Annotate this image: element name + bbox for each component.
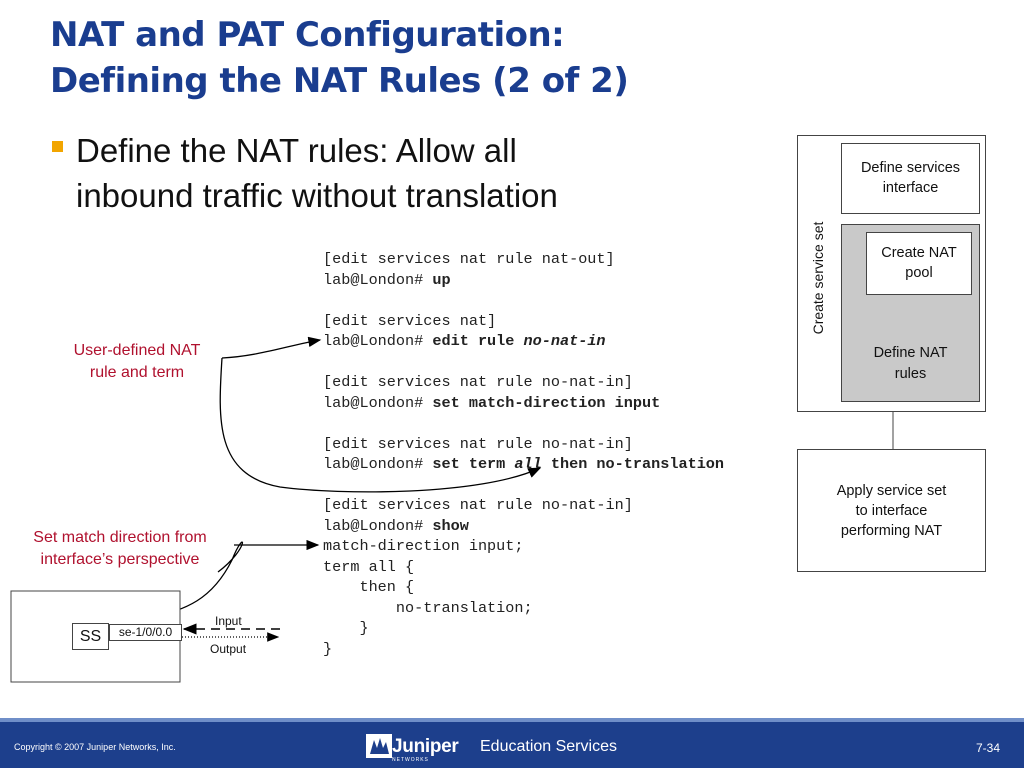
cli-output: match-direction input; [323,537,524,555]
input-label: Input [215,614,242,628]
juniper-logo-icon [366,734,392,758]
cli-blank [323,352,724,373]
annotation-line: Set match direction from [33,529,207,546]
apply-line: Apply service set [836,483,947,499]
cli-hierarchy: [edit services nat rule no-nat-in] [323,373,633,391]
cli-command-line: lab@London# edit rule no-nat-in [323,331,724,352]
slide-title-line-2: Defining the NAT Rules (2 of 2) [50,61,629,101]
annotation-line: interface’s perspective [40,551,200,568]
cli-prompt: lab@London# [323,516,433,535]
nat-pool-box: Create NAT pool [866,232,972,295]
annotation-line: User-defined NAT [73,342,201,359]
ss-label: SS [79,628,102,645]
cli-output: then { [323,578,415,596]
cli-hierarchy: [edit services nat rule no-nat-in] [323,434,633,453]
apply-line: to interface [855,503,928,519]
cli-command-line: lab@London# up [323,270,724,291]
service-set-label: Create service set [810,221,826,335]
interface-label: se-1/0/0.0 [118,625,173,639]
cli-command: set match-direction input [432,393,661,412]
bullet-line-2: inbound traffic without translation [76,177,558,214]
cli-blank [323,475,724,496]
nat-rules-line: rules [894,366,927,382]
services-interface-line: Define services [860,160,961,176]
bullet-line-1: Define the NAT rules: Allow all [76,132,517,169]
cli-blank [323,413,724,434]
bullet-square-icon [52,141,63,152]
cli-command: edit rule [432,332,524,350]
cli-prompt: lab@London# [323,393,433,412]
slide-title-line-1: NAT and PAT Configuration: [50,15,565,55]
annotation-rule-and-term: User-defined NAT rule and term [52,340,222,384]
cli-hierarchy: [edit services nat] [323,311,497,330]
cli-blank [323,290,724,311]
juniper-networks-sub: NETWORKS [392,757,429,763]
cli-session: [edit services nat rule nat-out] lab@Lon… [323,249,724,659]
apply-line: performing NAT [840,523,943,539]
cli-output: term all { [323,557,415,576]
annotation-match-direction: Set match direction from interface’s per… [6,527,234,571]
cli-command-line: lab@London# set match-direction input [323,393,724,414]
annotation-line: rule and term [89,364,185,381]
cli-command: up [432,270,451,289]
services-interface-line: interface [882,180,939,196]
page-number: 7-34 [976,741,1001,755]
apply-service-set-box: Apply service set to interface performin… [797,449,986,572]
cli-prompt: lab@London# [323,270,433,289]
cli-hierarchy: [edit services nat rule nat-out] [323,250,615,268]
cli-output: no-translation; [323,598,533,617]
cli-command-arg: no-nat-in [523,332,606,350]
output-label: Output [210,642,247,656]
cli-command: show [432,516,469,535]
cli-command: then no-translation [541,455,725,473]
cli-command-line: lab@London# show [323,516,724,537]
ss-box: SS [72,623,109,650]
arrow-to-edit-rule [221,336,322,359]
copyright-text: Copyright © 2007 Juniper Networks, Inc. [14,742,176,752]
nat-rules-line: Define NAT [873,345,948,361]
cli-output: } [323,639,333,658]
interface-box: se-1/0/0.0 [109,624,182,641]
cli-command-arg: all [514,455,542,473]
education-services-label: Education Services [480,738,617,755]
services-interface-box: Define services interface [841,143,980,214]
juniper-wordmark: Juniper [392,736,459,757]
cli-prompt: lab@London# [323,455,433,473]
cli-command-line: lab@London# set term all then no-transla… [323,454,724,475]
cli-output: } [323,619,369,637]
nat-pool-line: pool [905,265,933,281]
nat-pool-line: Create NAT [881,245,957,261]
bullet-point: Define the NAT rules: Allow all inbound … [76,128,696,218]
nat-rules-label: Define NAT rules [841,343,980,385]
slide-title: NAT and PAT Configuration: Defining the … [50,12,629,104]
cli-hierarchy: [edit services nat rule no-nat-in] [323,496,633,514]
cli-prompt: lab@London# [323,332,433,350]
slide-footer: Copyright © 2007 Juniper Networks, Inc. … [0,718,1024,768]
cli-command: set term [432,455,515,473]
